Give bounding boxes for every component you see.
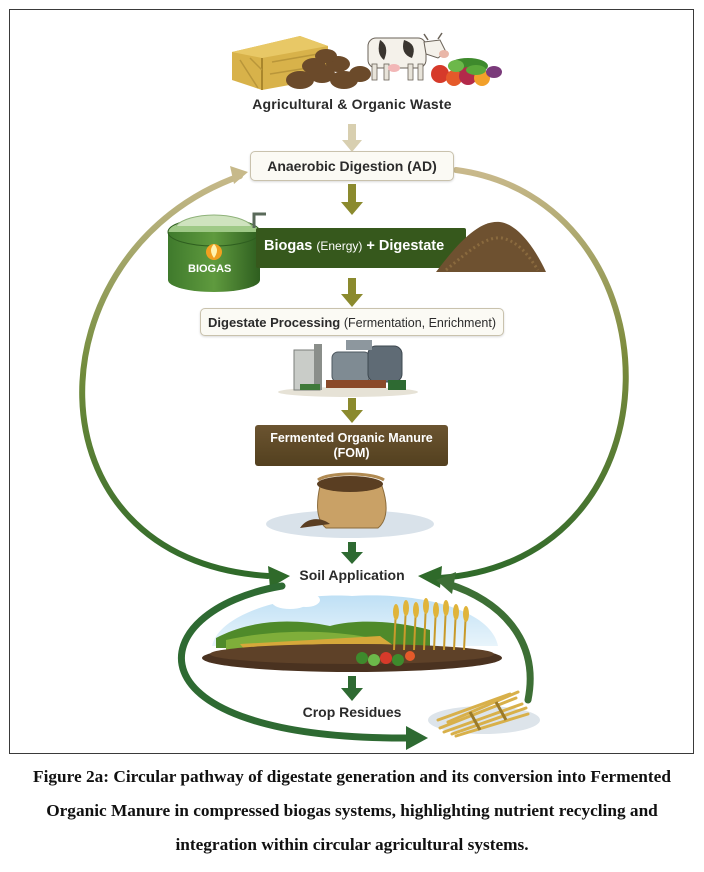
inner-loop-right-arrowhead bbox=[436, 572, 456, 594]
fom-label-line2: (FOM) bbox=[333, 445, 370, 460]
flow-arrow-fom-to-soil bbox=[341, 542, 363, 564]
biogas-tank-icon bbox=[167, 212, 266, 292]
flow-arrow-biogas-to-processing bbox=[341, 278, 363, 307]
inner-loop-right-arrow bbox=[444, 580, 534, 704]
biogas-banner-bg bbox=[256, 228, 466, 268]
ad-box: Anaerobic Digestion (AD) bbox=[250, 151, 454, 181]
fom-box: Fermented Organic Manure (FOM) bbox=[255, 425, 448, 466]
fom-sack-icon bbox=[266, 472, 434, 538]
inner-loop-left-arrow bbox=[178, 582, 414, 742]
caption-line-3: integration within circular agricultural… bbox=[175, 835, 529, 854]
waste-label: Agricultural & Organic Waste bbox=[252, 96, 452, 112]
cow-icon bbox=[367, 32, 449, 81]
waste-illustration bbox=[232, 32, 502, 90]
processing-box: Digestate Processing (Fermentation, Enri… bbox=[200, 308, 504, 336]
inner-loop-left-arrowhead bbox=[406, 726, 428, 750]
crop-residues-label: Crop Residues bbox=[302, 704, 402, 720]
right-return-arrowhead bbox=[418, 566, 442, 588]
vegetables-icon bbox=[431, 58, 502, 86]
straw-bundle-icon bbox=[428, 690, 540, 738]
figure-caption: Figure 2a: Circular pathway of digestate… bbox=[0, 760, 704, 862]
tank-label: BIOGAS bbox=[188, 263, 232, 275]
biogas-digestate-label: Biogas (Energy) + Digestate bbox=[264, 238, 445, 254]
caption-line-1: Figure 2a: Circular pathway of digestate… bbox=[33, 767, 671, 786]
field-landscape-icon bbox=[202, 593, 502, 672]
flow-arrow-ad-to-biogas bbox=[341, 184, 363, 215]
left-return-arrowhead bbox=[268, 566, 290, 588]
caption-line-2: Organic Manure in compressed biogas syst… bbox=[46, 801, 658, 820]
fom-label-line1: Fermented Organic Manure bbox=[270, 430, 433, 445]
diagram-artwork bbox=[79, 32, 629, 750]
digestate-heap-icon bbox=[436, 221, 546, 272]
outer-loop-left-arrowhead bbox=[230, 166, 248, 184]
flow-arrow-soil-to-residues bbox=[341, 676, 363, 701]
processing-label: Digestate Processing (Fermentation, Enri… bbox=[208, 314, 496, 330]
flow-arrow-waste-to-ad bbox=[342, 124, 362, 152]
outer-loop-left-arrow bbox=[79, 173, 271, 579]
processing-plant-icon bbox=[278, 340, 418, 397]
outer-loop-right-arrow bbox=[437, 167, 629, 581]
flow-arrow-processing-to-fom bbox=[341, 398, 363, 423]
soil-application-label: Soil Application bbox=[299, 567, 405, 583]
ad-label: Anaerobic Digestion (AD) bbox=[267, 158, 437, 174]
